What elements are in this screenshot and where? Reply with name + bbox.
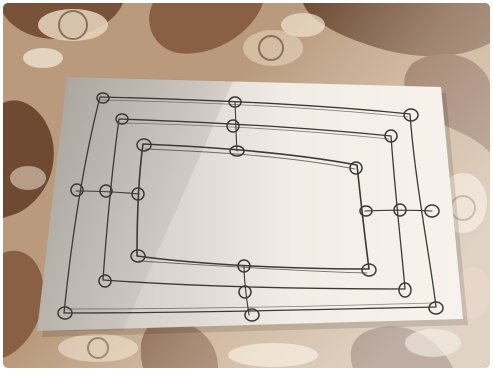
photograph (3, 3, 490, 368)
photo-scene (3, 3, 490, 368)
